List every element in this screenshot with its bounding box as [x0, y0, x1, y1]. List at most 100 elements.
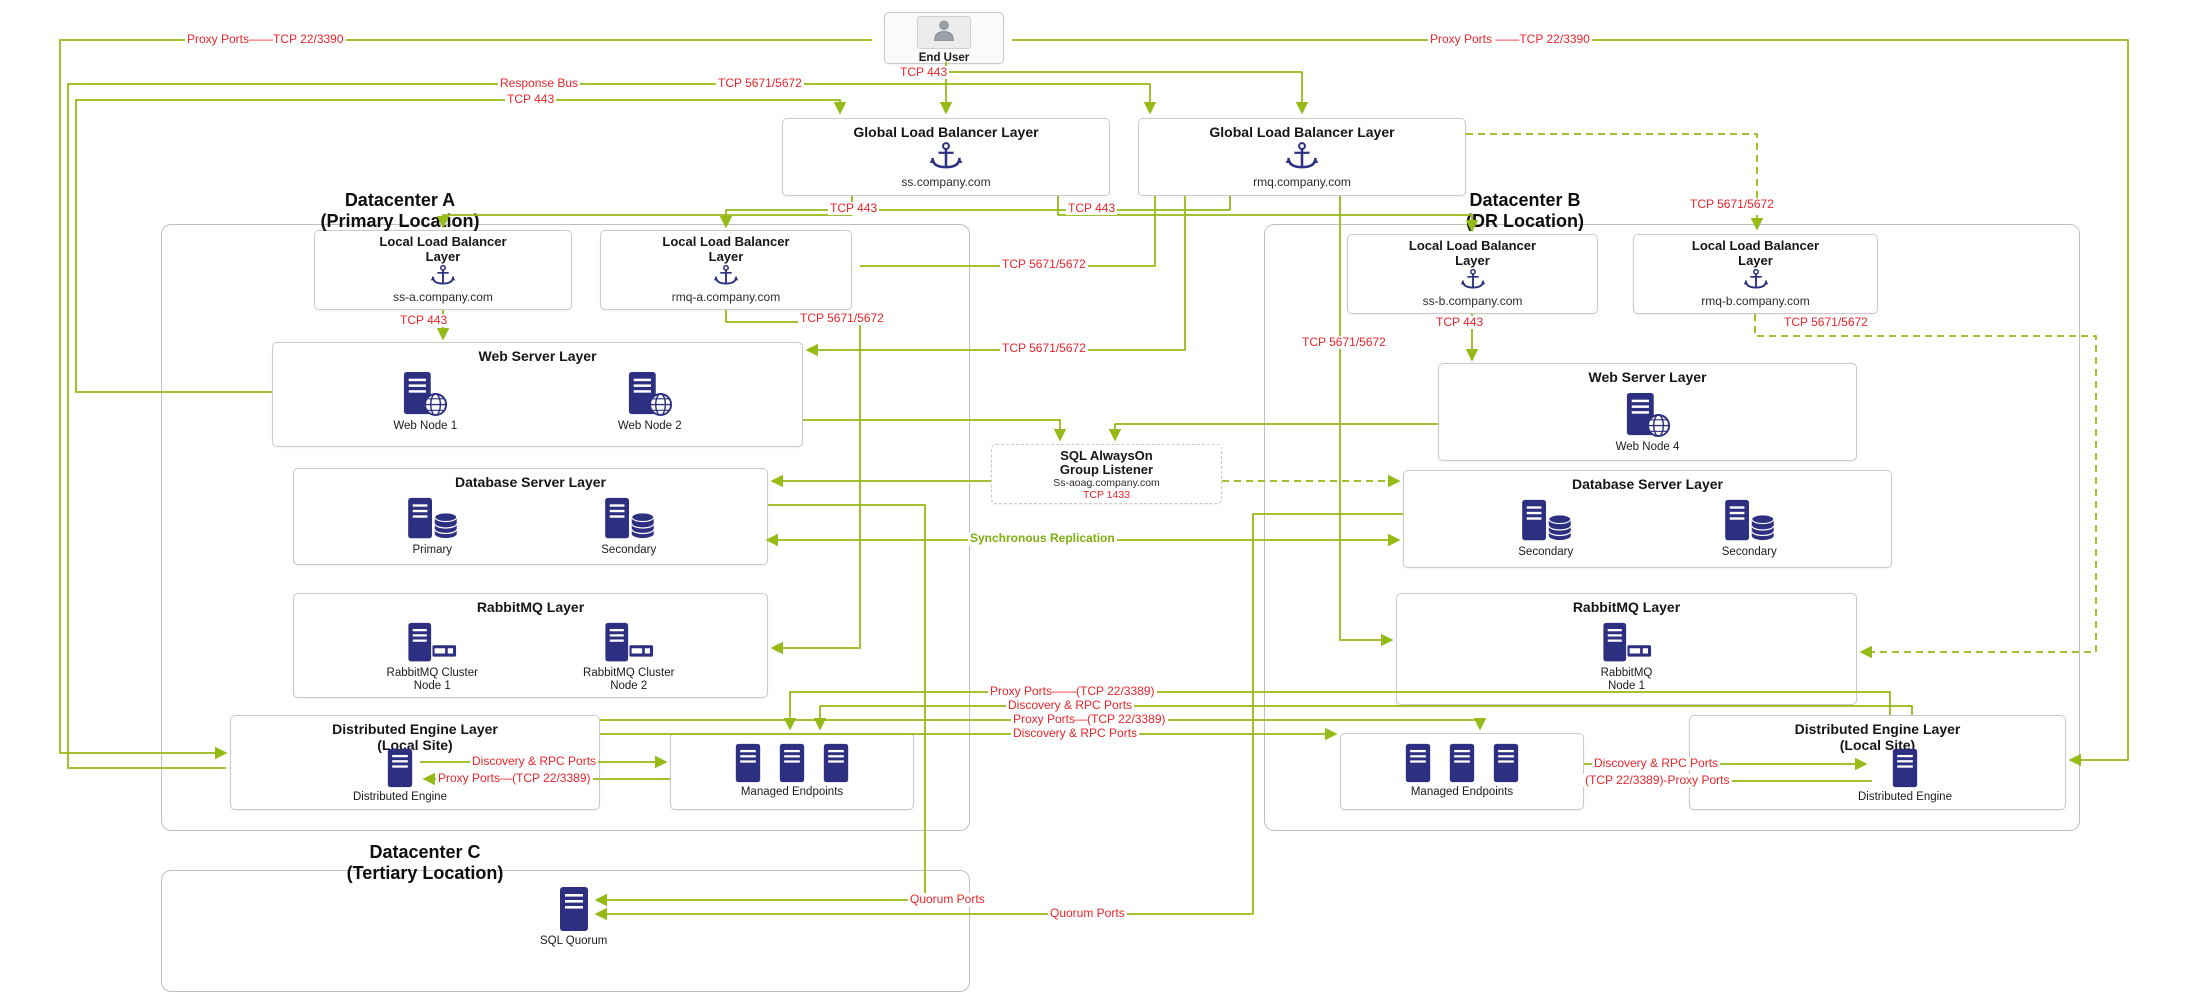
title-line: Layer: [425, 248, 461, 264]
edge-label-sync-replication: Synchronous Replication: [968, 531, 1117, 545]
server-icon: [1892, 748, 1918, 788]
title-line: Layer: [1738, 252, 1773, 268]
edge-label-tcp443-llb-a: TCP 443: [398, 313, 450, 327]
local-lb-ss-b-host: ss-b.company.com: [1422, 294, 1523, 309]
db-node-secondary-2-label: Secondary: [1721, 545, 1777, 558]
sql-listener-title-1: SQL AlwaysOn: [1060, 448, 1153, 463]
title-line: Local Load Balancer: [379, 234, 507, 249]
distributed-engine-b-label: Distributed Engine: [1858, 791, 1952, 803]
rabbitmq-layer-a: RabbitMQ Layer RabbitMQ Cluster Node 1: [293, 593, 768, 698]
database-layer-a: Database Server Layer Primary: [293, 468, 768, 565]
web-node-4-label: Web Node 4: [1615, 440, 1680, 453]
db-node-secondary-1: Secondary: [1517, 499, 1575, 559]
datacenter-a-title: Datacenter A: [344, 190, 456, 210]
label-line: Node 2: [610, 679, 648, 692]
rmq-layer-b-title: RabbitMQ Layer: [1572, 599, 1681, 615]
sql-listener-box: SQL AlwaysOn Group Listener Ss-aoag.comp…: [991, 444, 1222, 504]
edge-label-proxy-a: Proxy Ports—(TCP 22/3389): [436, 771, 593, 785]
sql-listener-title-2: Group Listener: [1059, 462, 1154, 478]
web-server-icon: [404, 371, 448, 416]
title-line: Distributed Engine Layer: [1794, 721, 1961, 737]
load-balancer-icon: [430, 264, 456, 285]
edge-label-tcp443-user: TCP 443: [898, 65, 950, 79]
database-server-icon: [604, 497, 655, 538]
edge-label-tcp443-far-left: TCP 443: [505, 92, 557, 106]
title-line: Local Load Balancer: [662, 234, 790, 249]
local-lb-ss-a: Local Load Balancer Layer ss-a.company.c…: [314, 230, 572, 310]
edge-label-tcp443-glb-b: TCP 443: [1066, 201, 1118, 215]
global-lb-ss-host: ss.company.com: [901, 174, 991, 189]
local-lb-rmq-a: Local Load Balancer Layer rmq-a.company.…: [600, 230, 852, 310]
local-lb-rmq-a-title: Local Load Balancer Layer: [662, 231, 789, 264]
web-server-icon: [1626, 392, 1670, 437]
edge-label-proxy-top-left: Proxy Ports——TCP 22/3390: [185, 32, 346, 46]
local-lb-ss-a-title: Local Load Balancer Layer: [379, 231, 506, 264]
server-icon: [387, 748, 413, 788]
rabbitmq-node-1: RabbitMQ Cluster Node 1: [387, 622, 478, 693]
endpoint-server-icon: [823, 743, 849, 783]
database-server-icon: [1521, 499, 1572, 540]
rabbitmq-node-icon: [605, 622, 654, 662]
web-node-4: Web Node 4: [1615, 392, 1680, 454]
title-line: Local Load Balancer: [1408, 238, 1537, 253]
web-node-1-label: Web Node 1: [393, 419, 458, 432]
label-line: RabbitMQ: [1600, 666, 1653, 679]
rabbitmq-node-b1: RabbitMQ Node 1: [1597, 622, 1657, 693]
edge-label-discovery-cross-2: Discovery & RPC Ports: [1011, 726, 1140, 740]
user-icon-frame: [917, 16, 971, 49]
end-user-label: End User: [918, 52, 970, 64]
managed-endpoints-a: Managed Endpoints: [670, 733, 914, 810]
load-balancer-icon: [929, 141, 963, 169]
global-lb-rmq-host: rmq.company.com: [1253, 174, 1351, 189]
edge-label-discovery-b: Discovery & RPC Ports: [1592, 756, 1721, 770]
datacenter-c-label: Datacenter C (Tertiary Location): [290, 842, 560, 883]
web-server-layer-a: Web Server Layer Web Node 1: [272, 342, 803, 447]
distributed-engine-b: Distributed Engine: [1858, 748, 1952, 804]
endpoint-icons: [671, 734, 913, 783]
rabbitmq-node-icon: [408, 622, 458, 662]
rabbitmq-node-icon: [1602, 622, 1652, 662]
endpoint-server-icon: [779, 743, 805, 783]
database-server-icon: [408, 497, 458, 538]
db-layer-a-title: Database Server Layer: [455, 474, 606, 490]
edge-label-amqp-center-upper: TCP 5671/5672: [1000, 257, 1088, 271]
global-lb-ss: Global Load Balancer Layer ss.company.co…: [782, 118, 1110, 196]
local-lb-rmq-b: Local Load Balancer Layer rmq-b.company.…: [1633, 234, 1878, 314]
datacenter-b-label: Datacenter B (DR Location): [1400, 190, 1650, 231]
rabbitmq-node-2-label: RabbitMQ Cluster Node 2: [583, 667, 674, 693]
edge-label-proxy-top-right: Proxy Ports ——TCP 22/3390: [1428, 32, 1592, 46]
local-lb-rmq-b-host: rmq-b.company.com: [1701, 294, 1810, 309]
load-balancer-icon: [713, 264, 739, 285]
edge-label-tcp443-llb-b: TCP 443: [1434, 315, 1486, 329]
database-layer-b: Database Server Layer Secondary: [1403, 470, 1892, 568]
sql-quorum-label: SQL Quorum: [540, 935, 608, 947]
local-lb-rmq-a-host: rmq-a.company.com: [671, 290, 781, 305]
web-server-layer-b: Web Server Layer Web Node 4: [1438, 363, 1857, 461]
edge-label-quorum-b: Quorum Ports: [1048, 906, 1127, 920]
end-user-box: End User: [884, 12, 1004, 64]
load-balancer-icon: [1285, 141, 1319, 169]
endpoint-server-icon: [1449, 743, 1475, 783]
edge-label-amqp-center-lower: TCP 5671/5672: [1000, 341, 1088, 355]
local-lb-rmq-b-title: Local Load Balancer Layer: [1692, 235, 1819, 268]
edge-label-proxy-cross-2: Proxy Ports—(TCP 22/3389): [1011, 712, 1168, 726]
global-lb-rmq: Global Load Balancer Layer rmq.company.c…: [1138, 118, 1466, 196]
load-balancer-icon: [1743, 268, 1768, 289]
sql-listener-host: Ss-aoag.company.com: [1053, 477, 1160, 490]
title-line: Local Load Balancer: [1691, 238, 1820, 253]
edge-label-quorum-a: Quorum Ports: [908, 892, 987, 906]
edge-label-amqp-dcb-left: TCP 5671/5672: [1300, 335, 1388, 349]
datacenter-a-label: Datacenter A (Primary Location): [270, 190, 530, 231]
web-node-2-label: Web Node 2: [617, 419, 682, 432]
distributed-engine-a-label: Distributed Engine: [353, 791, 447, 803]
label-line: RabbitMQ Cluster: [583, 666, 675, 679]
rabbitmq-node-b1-label: RabbitMQ Node 1: [1601, 667, 1653, 693]
web-node-1: Web Node 1: [393, 371, 457, 433]
endpoint-server-icon: [1405, 743, 1431, 783]
local-lb-ss-b: Local Load Balancer Layer ss-b.company.c…: [1347, 234, 1598, 314]
distributed-engine-a: Distributed Engine: [353, 748, 447, 804]
datacenter-b-subtitle: (DR Location): [1466, 210, 1584, 231]
db-node-secondary-2: Secondary: [1720, 499, 1778, 559]
db-node-primary-label: Primary: [412, 543, 453, 556]
